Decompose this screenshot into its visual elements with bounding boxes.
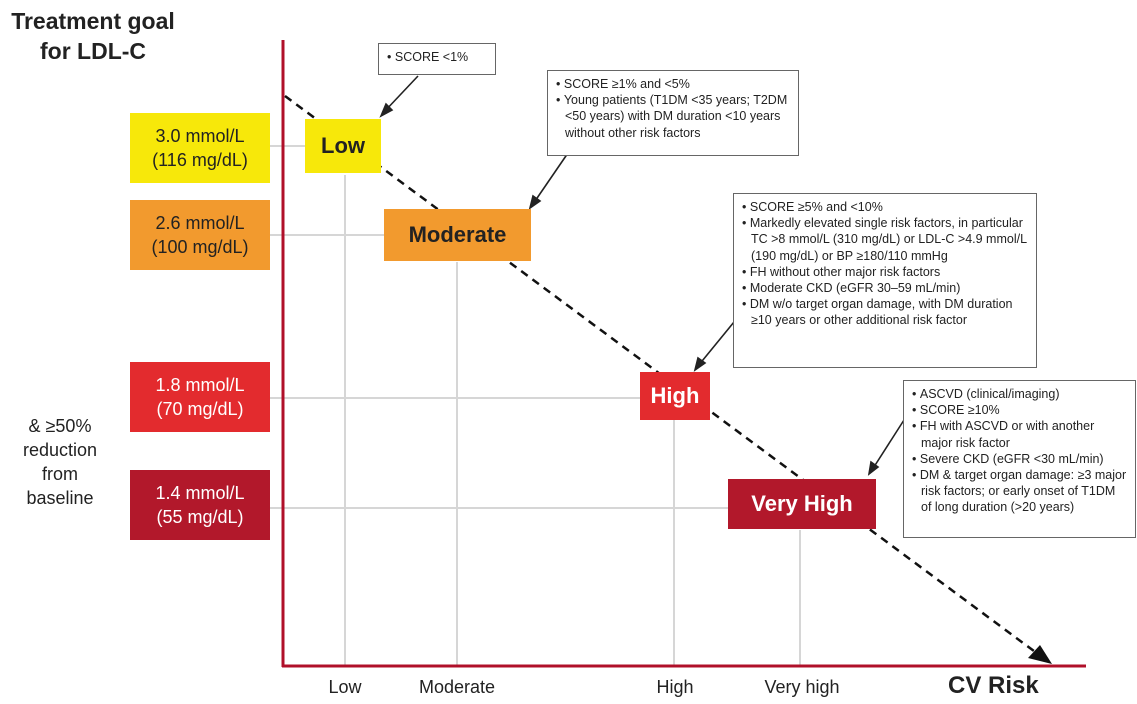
callout-moderate: SCORE ≥1% and <5% Young patients (T1DM <… bbox=[547, 70, 799, 156]
callout-very-high-item: Severe CKD (eGFR <30 mL/min) bbox=[912, 451, 1127, 467]
goal-very-high-mmol: 1.4 mmol/L bbox=[155, 483, 245, 503]
reduction-note-line: & ≥50% bbox=[28, 416, 92, 436]
goal-low-mg: (116 mg/dL) bbox=[152, 150, 248, 170]
callout-high-item: Moderate CKD (eGFR 30–59 mL/min) bbox=[742, 280, 1028, 296]
callout-high-item: Markedly elevated single risk factors, i… bbox=[742, 215, 1028, 264]
goal-box-high: 1.8 mmol/L (70 mg/dL) bbox=[130, 362, 270, 432]
goal-high-mmol: 1.8 mmol/L bbox=[155, 375, 245, 395]
risk-box-moderate-label: Moderate bbox=[408, 222, 507, 247]
callout-moderate-item: SCORE ≥1% and <5% bbox=[556, 76, 790, 92]
x-axis-title: CV Risk bbox=[948, 672, 1039, 699]
callout-high-item: FH without other major risk factors bbox=[742, 264, 1028, 280]
goal-moderate-mg: (100 mg/dL) bbox=[151, 237, 249, 257]
callout-high: SCORE ≥5% and <10% Markedly elevated sin… bbox=[733, 193, 1037, 368]
x-tick-high: High bbox=[656, 677, 694, 697]
callout-high-item: DM w/o target organ damage, with DM dura… bbox=[742, 296, 1028, 328]
goal-high-mg: (70 mg/dL) bbox=[156, 399, 244, 419]
reduction-note: & ≥50% reduction from baseline bbox=[0, 414, 120, 510]
risk-trend-arrowhead bbox=[1028, 645, 1052, 664]
callout-high-item: SCORE ≥5% and <10% bbox=[742, 199, 1028, 215]
x-tick-moderate: Moderate bbox=[418, 677, 496, 697]
reduction-note-line: baseline bbox=[26, 488, 94, 508]
y-axis-title: Treatment goal for LDL-C bbox=[8, 6, 178, 66]
risk-box-very-high: Very High bbox=[728, 479, 876, 529]
callout-very-high-item: ASCVD (clinical/imaging) bbox=[912, 386, 1127, 402]
x-tick-low: Low bbox=[328, 677, 362, 697]
y-axis-title-line-2: for LDL-C bbox=[39, 38, 147, 64]
risk-box-high-label: High bbox=[650, 383, 700, 408]
risk-box-moderate: Moderate bbox=[384, 209, 531, 261]
callout-low-item: SCORE <1% bbox=[387, 49, 487, 65]
x-tick-very-high: Very high bbox=[764, 677, 840, 697]
grid bbox=[270, 145, 801, 666]
risk-trend-line bbox=[284, 94, 1043, 659]
risk-box-high: High bbox=[640, 372, 710, 420]
callout-very-high-item: FH with ASCVD or with another major risk… bbox=[912, 418, 1127, 450]
goal-box-moderate: 2.6 mmol/L (100 mg/dL) bbox=[130, 200, 270, 270]
goal-box-very-high: 1.4 mmol/L (55 mg/dL) bbox=[130, 470, 270, 540]
reduction-note-line: from bbox=[42, 464, 78, 484]
risk-box-very-high-label: Very High bbox=[751, 491, 853, 516]
callout-low: SCORE <1% bbox=[378, 43, 496, 75]
risk-box-low: Low bbox=[305, 119, 381, 173]
callout-moderate-item: Young patients (T1DM <35 years; T2DM <50… bbox=[556, 92, 790, 141]
risk-box-low-label: Low bbox=[321, 133, 365, 158]
y-axis-title-line-1: Treatment goal bbox=[11, 8, 175, 34]
goal-low-mmol: 3.0 mmol/L bbox=[155, 126, 245, 146]
reduction-note-line: reduction bbox=[22, 440, 98, 460]
callout-pointers bbox=[379, 75, 905, 476]
goal-box-low: 3.0 mmol/L (116 mg/dL) bbox=[130, 113, 270, 183]
goal-moderate-mmol: 2.6 mmol/L bbox=[155, 213, 245, 233]
callout-very-high: ASCVD (clinical/imaging) SCORE ≥10% FH w… bbox=[903, 380, 1136, 538]
goal-very-high-mg: (55 mg/dL) bbox=[156, 507, 244, 527]
callout-very-high-item: SCORE ≥10% bbox=[912, 402, 1127, 418]
callout-very-high-item: DM & target organ damage: ≥3 major risk … bbox=[912, 467, 1127, 516]
